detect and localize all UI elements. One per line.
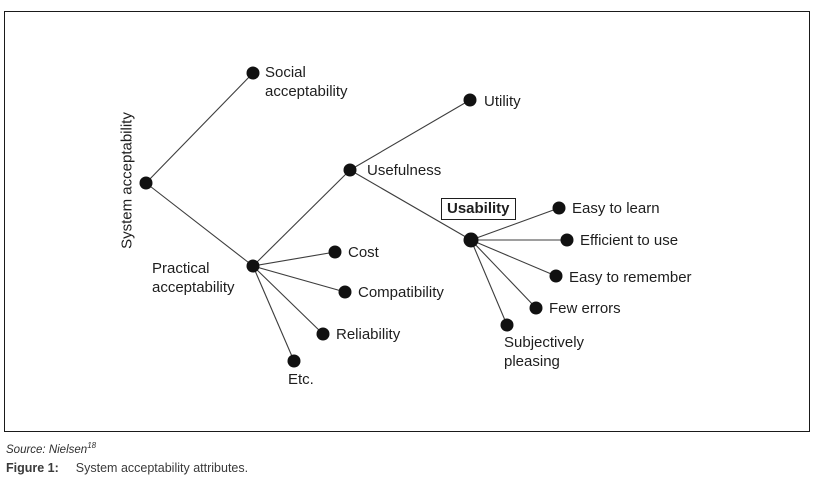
node-dot-few-errors xyxy=(529,301,543,315)
label-compatibility: Compatibility xyxy=(358,284,444,301)
edge-practical-cost xyxy=(252,251,336,267)
edge-root-social xyxy=(145,72,254,184)
label-efficient-to-use: Efficient to use xyxy=(580,232,679,249)
edge-practical-etc xyxy=(252,265,295,362)
label-practical-acceptability: Practical acceptability xyxy=(152,260,235,296)
node-dot-social-acceptability xyxy=(246,66,260,80)
figure-source-text: Source: Nielsen xyxy=(6,443,88,456)
figure-caption-label: Figure 1: xyxy=(6,461,59,475)
label-reliability: Reliability xyxy=(336,326,401,343)
edge-usefulness-utility xyxy=(349,99,471,171)
label-easy-to-learn: Easy to learn xyxy=(572,200,660,217)
node-dot-cost xyxy=(328,245,342,259)
label-subjectively-pleasing: Subjectively pleasing xyxy=(504,334,585,370)
node-dot-utility xyxy=(463,93,477,107)
label-few-errors: Few errors xyxy=(549,300,621,317)
node-dot-practical-acceptability xyxy=(246,259,260,273)
figure-source: Source: Nielsen18 xyxy=(6,441,96,456)
node-dot-usefulness xyxy=(343,163,357,177)
edge-usability-subjective xyxy=(470,239,508,326)
figure-caption: Figure 1: System acceptability attributes… xyxy=(6,461,248,475)
label-system-acceptability: System acceptability xyxy=(118,112,136,249)
edge-usefulness-usability xyxy=(349,169,472,241)
edge-usability-easy-learn xyxy=(470,207,560,241)
label-easy-to-remember: Easy to remember xyxy=(569,269,692,286)
figure-frame xyxy=(4,11,810,432)
tree-nodes xyxy=(139,66,574,368)
label-cost: Cost xyxy=(348,244,379,261)
node-dot-easy-to-remember xyxy=(549,269,563,283)
node-dot-etc xyxy=(287,354,301,368)
node-dot-usability xyxy=(463,232,479,248)
edge-practical-compatibility xyxy=(252,265,346,293)
label-usability: Usability xyxy=(441,198,516,220)
label-etc: Etc. xyxy=(288,371,314,388)
node-dot-system-acceptability xyxy=(139,176,153,190)
node-dot-reliability xyxy=(316,327,330,341)
node-dot-compatibility xyxy=(338,285,352,299)
edge-root-practical xyxy=(145,182,254,267)
node-dot-efficient-to-use xyxy=(560,233,574,247)
node-dot-easy-to-learn xyxy=(552,201,566,215)
label-usefulness: Usefulness xyxy=(367,162,442,179)
edge-practical-usefulness xyxy=(252,169,351,267)
edge-usability-easy-remember xyxy=(470,239,557,277)
label-utility: Utility xyxy=(484,93,521,110)
tree-edges xyxy=(145,72,567,362)
edge-usability-few-errors xyxy=(470,239,537,309)
edge-practical-reliability xyxy=(252,265,324,335)
figure-source-superscript: 18 xyxy=(87,441,97,450)
figure-caption-text: System acceptability attributes. xyxy=(75,461,249,475)
label-social-acceptability: Social acceptability xyxy=(265,64,348,100)
node-dot-subjectively-pleasing xyxy=(500,318,514,332)
